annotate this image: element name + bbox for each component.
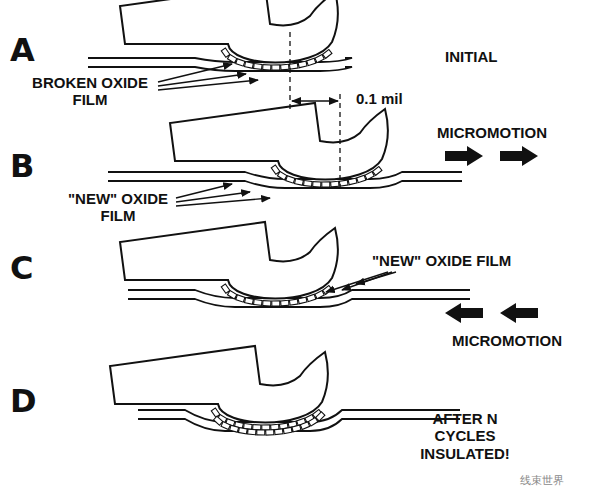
state-label: INITIAL <box>445 48 498 65</box>
oxide-fragment <box>281 300 289 306</box>
oxide-fragment <box>221 422 230 430</box>
contact-surface <box>138 419 460 431</box>
oxide-fragment <box>283 427 292 433</box>
oxide-fragment <box>263 65 271 70</box>
oxide-fragment <box>227 54 236 62</box>
oxide-fragment <box>295 179 304 186</box>
motion-arrow <box>500 146 538 166</box>
oxide-fragment <box>339 180 348 186</box>
leader-arrow <box>176 198 270 206</box>
oxide-fragment <box>245 62 254 69</box>
motion-arrow <box>500 303 538 323</box>
oxide-fragment <box>322 182 330 187</box>
leader-arrow <box>158 64 232 82</box>
oxide-fragment <box>272 65 280 70</box>
contact-rider <box>120 0 338 63</box>
contact-surface <box>108 181 462 188</box>
motion-arrow <box>445 146 483 166</box>
callout-label: "NEW" OXIDE FILM <box>372 252 511 269</box>
fretting-panel <box>110 346 460 435</box>
oxide-fragment <box>313 182 321 187</box>
centre-line <box>289 32 290 110</box>
fretting-panel <box>88 0 352 71</box>
panel-letter: D <box>10 383 37 420</box>
oxide-fragment <box>304 181 313 187</box>
oxide-fragment <box>323 50 332 59</box>
oxide-fragment <box>236 59 245 66</box>
oxide-fragment <box>277 171 286 179</box>
oxide-fragment <box>262 425 270 430</box>
dimension-arrow <box>292 100 338 102</box>
oxide-fragment <box>257 430 265 435</box>
oxide-fragment <box>230 425 239 432</box>
contact-rider <box>120 222 338 299</box>
oxide-fragment <box>248 429 256 435</box>
oxide-fragment <box>245 298 254 305</box>
oxide-fragment <box>272 301 280 306</box>
motion-label: MICROMOTION <box>437 124 547 141</box>
oxide-fragment <box>236 295 245 302</box>
contact-rider <box>110 346 328 423</box>
oxide-fragment <box>315 55 324 63</box>
callout-label: "NEW" OXIDE FILM <box>60 190 176 225</box>
oxide-fragment <box>307 58 316 65</box>
oxide-fragment <box>289 63 298 69</box>
oxide-fragment <box>281 64 289 70</box>
contact-rider <box>170 103 388 180</box>
oxide-fragment <box>298 61 307 68</box>
fretting-panel <box>108 103 462 188</box>
oxide-fragment <box>289 299 298 305</box>
panel-letter: C <box>10 250 33 287</box>
leader-arrow <box>326 272 388 292</box>
dimension-label: 0.1 mil <box>356 90 403 107</box>
oxide-fragment <box>316 412 325 421</box>
oxide-fragment <box>266 430 274 435</box>
motion-label: MICROMOTION <box>452 332 562 349</box>
oxide-fragment <box>357 175 366 182</box>
oxide-fragment <box>331 181 339 187</box>
centre-line <box>339 94 340 192</box>
oxide-fragment <box>300 422 309 430</box>
note-label: AFTER N CYCLES INSULATED! <box>404 410 526 462</box>
watermark: 线束世界 <box>520 474 564 487</box>
oxide-fragment <box>292 425 301 432</box>
callout-label: BROKEN OXIDE FILM <box>22 74 158 109</box>
oxide-fragment <box>263 301 271 306</box>
contact-surface <box>108 172 462 179</box>
oxide-fragment <box>315 291 324 299</box>
leader-arrow <box>158 74 246 86</box>
motion-arrow <box>445 303 483 323</box>
oxide-fragment <box>214 416 223 425</box>
panel-letter: A <box>10 32 35 69</box>
oxide-fragment <box>254 300 263 306</box>
oxide-fragment <box>286 176 295 183</box>
oxide-fragment <box>227 290 236 298</box>
oxide-fragment <box>239 428 248 434</box>
oxide-fragment <box>254 64 263 70</box>
panel-letter: B <box>10 148 34 185</box>
oxide-fragment <box>298 297 307 304</box>
oxide-fragment <box>373 167 382 176</box>
leader-arrow <box>158 80 258 90</box>
oxide-fragment <box>307 294 316 301</box>
oxide-fragment <box>348 178 357 185</box>
leader-arrow <box>356 272 396 284</box>
oxide-fragment <box>275 429 284 435</box>
oxide-fragment <box>365 172 374 180</box>
